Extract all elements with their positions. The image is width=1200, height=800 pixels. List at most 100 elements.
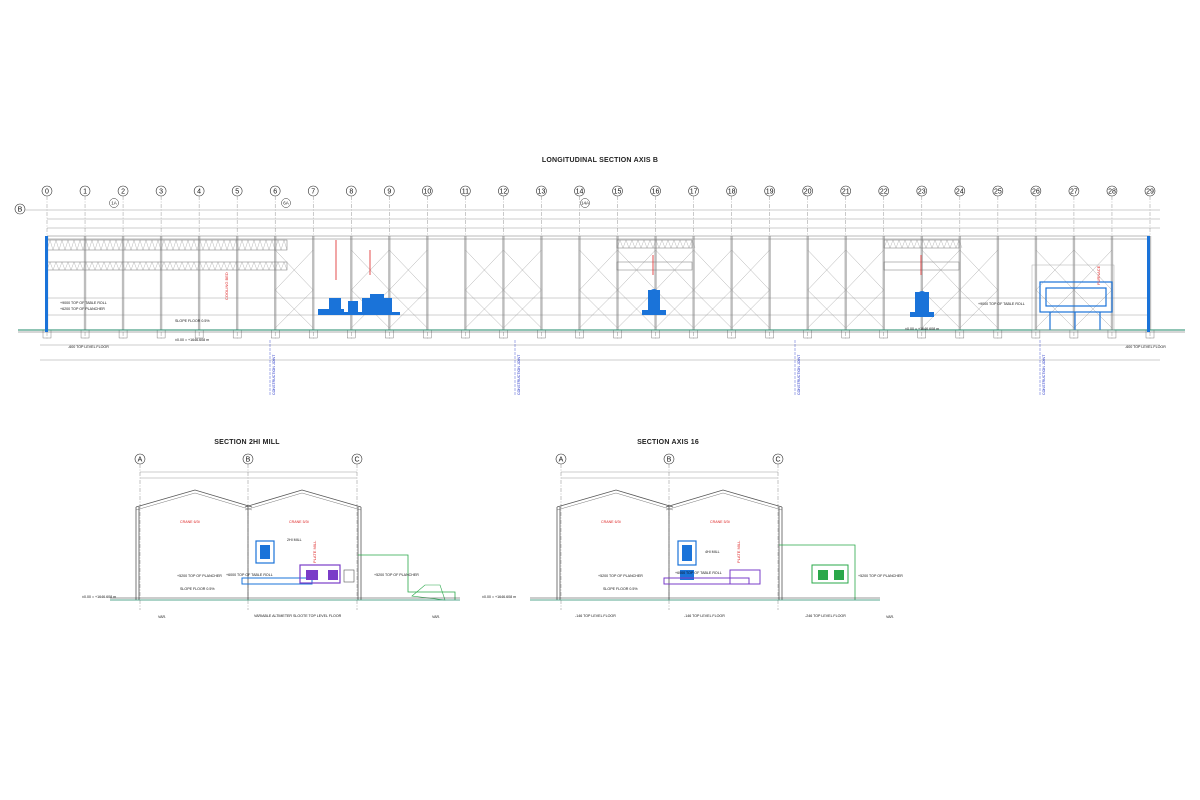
section-16-note-table-roll: +6000 TOP OF TABLE ROLL <box>675 571 722 575</box>
bracing-member <box>1073 249 1113 291</box>
truss-member <box>250 261 258 271</box>
bracing-member <box>693 289 732 329</box>
truss-member <box>58 239 66 251</box>
truss-member <box>202 239 210 251</box>
truss-member <box>130 239 138 251</box>
svg-text:11: 11 <box>462 189 469 196</box>
truss-member <box>64 261 72 271</box>
truss-member <box>64 239 72 251</box>
truss-member <box>670 239 678 249</box>
svg-text:6: 6 <box>273 189 277 196</box>
axis-c: C <box>772 453 784 465</box>
section-2hi-note-datum: ±0.00 = +1646.608 m <box>82 595 116 599</box>
truss-member <box>214 261 222 271</box>
truss-member <box>244 239 252 251</box>
truss-member <box>52 239 60 251</box>
truss-member <box>925 239 933 249</box>
bracing-member <box>465 289 504 329</box>
truss-member <box>622 239 630 249</box>
section-16-roof <box>556 489 783 600</box>
section-2hi-note-table-roll: +6000 TOP OF TABLE ROLL <box>226 573 273 577</box>
truss-member <box>148 239 156 251</box>
section-2hi-axes: A B C <box>134 453 363 610</box>
section-2hi-equipment <box>241 540 355 585</box>
truss-member <box>70 261 78 271</box>
truss-member <box>280 239 288 251</box>
bracing-member <box>655 249 694 291</box>
truss-member <box>226 261 234 271</box>
section-2hi-note-plancher: +5200 TOP OF PLANCHER <box>177 574 222 578</box>
svg-text:14A: 14A <box>581 201 589 206</box>
svg-text:5: 5 <box>235 189 239 196</box>
truss-member <box>220 239 228 251</box>
axis-11: 11 <box>460 185 471 340</box>
svg-text:15: 15 <box>614 189 622 196</box>
bracing-member <box>275 249 314 291</box>
truss-member <box>196 239 204 251</box>
construction-joints: CONSTRUCTION JOINT CONSTRUCTION JOINT CO… <box>269 340 1046 395</box>
bracing-member <box>731 249 770 291</box>
axis-12: 12 <box>498 185 509 340</box>
bracing-member <box>617 249 656 291</box>
truss-member <box>268 261 276 271</box>
section-16-note-datum: ±0.00 = +1646.608 m <box>482 595 516 599</box>
plate-mill-label: PLATE MILL <box>736 540 741 563</box>
bracing-member <box>807 249 846 291</box>
truss-member <box>256 261 264 271</box>
truss-member <box>88 261 96 271</box>
truss-member <box>682 239 690 249</box>
svg-text:24: 24 <box>956 189 964 196</box>
bracing-member <box>731 289 770 329</box>
section-2hi-var-right: VAR. <box>432 615 440 619</box>
svg-text:B: B <box>246 457 251 464</box>
truss-member <box>172 261 180 271</box>
section-2hi-green-annex <box>358 554 456 600</box>
svg-text:21: 21 <box>842 189 850 196</box>
truss-member <box>676 239 684 249</box>
truss-member <box>256 239 264 251</box>
truss-member <box>238 239 246 251</box>
svg-text:C: C <box>775 457 780 464</box>
plate-mill-label: PLATE MILL <box>312 540 317 563</box>
section-16-green-annex <box>779 544 856 600</box>
truss-member <box>220 261 228 271</box>
section-16-floor-right: -246 TOP LEVEL FLOOR <box>805 614 846 618</box>
truss-member <box>202 261 210 271</box>
bracing-member <box>503 249 542 291</box>
axis-21: 21 <box>840 185 852 340</box>
truss-member <box>937 239 945 249</box>
bracing-member <box>845 249 884 291</box>
truss-member <box>148 261 156 271</box>
truss-member <box>136 261 144 271</box>
svg-text:B: B <box>667 457 672 464</box>
truss-member <box>190 239 198 251</box>
section-2hi-mill: SECTION 2HI MILL A B C <box>82 439 460 619</box>
axis-18: 18 <box>726 185 737 340</box>
truss-member <box>268 239 276 251</box>
svg-text:3: 3 <box>159 189 163 196</box>
truss-member <box>196 261 204 271</box>
axis-10: 10 <box>422 185 433 340</box>
section-2hi-var-left: VAR. <box>158 615 166 619</box>
truss-member <box>280 261 288 271</box>
truss-member <box>124 261 132 271</box>
truss-member <box>136 239 144 251</box>
long-note-table-roll: +9000 TOP OF TABLE ROLL <box>60 301 107 305</box>
truss-member <box>94 239 102 251</box>
truss-member <box>82 261 90 271</box>
equipment-mill-16 <box>642 289 666 315</box>
truss-member <box>262 261 270 271</box>
axis-14: 14 <box>574 185 585 340</box>
bracing-member <box>959 249 998 291</box>
vertical-red-marks <box>335 240 922 280</box>
section-16-floor-mid: -146 TOP LEVEL FLOOR <box>684 614 725 618</box>
truss-member <box>52 261 60 271</box>
truss-member <box>166 261 174 271</box>
truss-member <box>166 239 174 251</box>
truss-member <box>688 239 696 249</box>
svg-text:7: 7 <box>311 189 315 196</box>
axis-9: 9 <box>384 185 395 340</box>
long-note-plancher: +6200 TOP OF PLANCHER <box>60 307 105 311</box>
truss-member <box>106 261 114 271</box>
axis-15: 15 <box>612 185 623 340</box>
